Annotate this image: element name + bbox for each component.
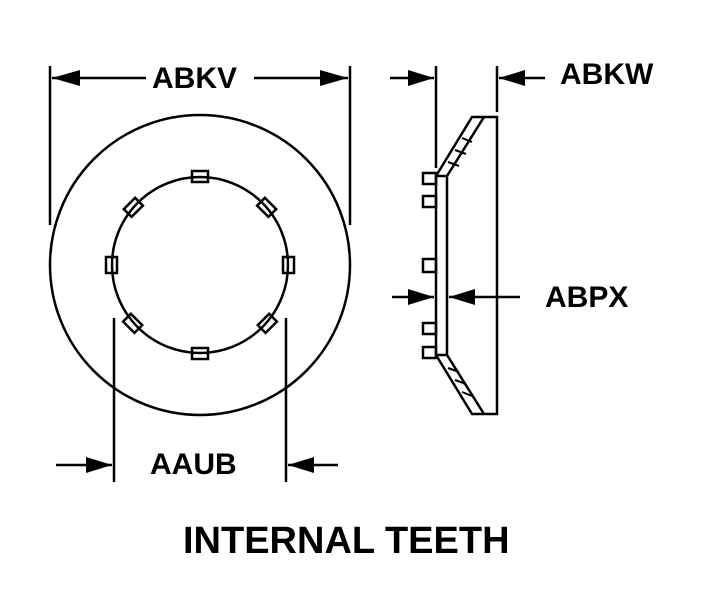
side-tooth-1 <box>421 171 438 186</box>
side-tooth-2 <box>421 194 438 209</box>
abkv-arrow-right <box>320 70 348 86</box>
tooth-lower-right <box>256 312 279 335</box>
abpx-label: ABPX <box>545 281 629 314</box>
inner-bore-circle <box>110 175 290 355</box>
aaub-label: AAUB <box>150 448 237 481</box>
arrowheads <box>52 70 525 473</box>
aaub-arrow-left <box>86 457 112 473</box>
side-profile-inner-edge <box>436 116 486 415</box>
abpx-arrow-right <box>449 289 475 305</box>
tooth-left <box>104 255 119 275</box>
side-tooth-3 <box>421 257 438 274</box>
section-hatching <box>447 137 473 397</box>
tooth-upper-right <box>255 196 278 219</box>
tooth-right <box>281 255 296 275</box>
tooth-upper-left <box>122 196 145 219</box>
abkw-arrow-left <box>408 70 434 86</box>
outer-rim-circle <box>48 113 352 417</box>
tooth-lower-left <box>121 312 144 335</box>
aaub-arrow-right <box>288 457 314 473</box>
side-tooth-5 <box>421 345 438 360</box>
internal-teeth <box>104 169 296 361</box>
abkw-arrow-right <box>499 70 525 86</box>
abkw-label: ABKW <box>560 58 654 91</box>
side-tooth-4 <box>421 321 438 336</box>
abpx-arrow-left <box>408 289 434 305</box>
abkv-label: ABKV <box>152 62 238 95</box>
side-profile-outline <box>434 115 499 416</box>
abkv-arrow-left <box>52 70 80 86</box>
tooth-top <box>190 169 210 184</box>
drawing-caption: INTERNAL TEETH <box>183 520 510 562</box>
side-view <box>421 115 499 416</box>
tooth-bottom <box>190 346 210 361</box>
